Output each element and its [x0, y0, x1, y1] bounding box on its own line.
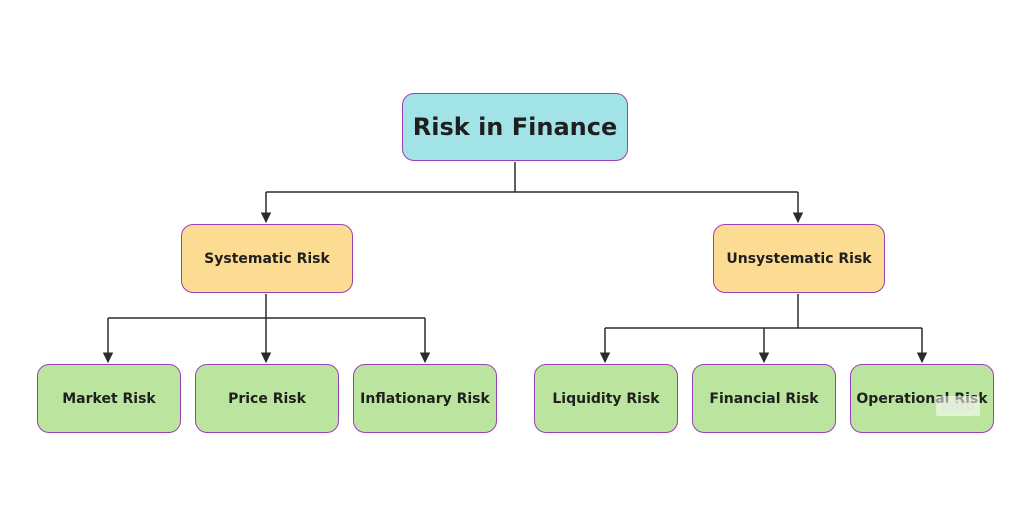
node-label: Financial Risk: [709, 390, 819, 407]
node-label: Unsystematic Risk: [726, 250, 872, 267]
node-inflationary-risk[interactable]: Inflationary Risk: [353, 364, 497, 433]
node-price-risk[interactable]: Price Risk: [195, 364, 339, 433]
node-label: Systematic Risk: [204, 250, 330, 267]
node-label: Liquidity Risk: [552, 390, 660, 407]
node-label: Market Risk: [62, 390, 156, 407]
node-liquidity-risk[interactable]: Liquidity Risk: [534, 364, 678, 433]
node-unsystematic-risk[interactable]: Unsystematic Risk: [713, 224, 885, 293]
root-node-risk-in-finance[interactable]: Risk in Finance: [402, 93, 628, 161]
node-systematic-risk[interactable]: Systematic Risk: [181, 224, 353, 293]
node-market-risk[interactable]: Market Risk: [37, 364, 181, 433]
node-label: Price Risk: [228, 390, 306, 407]
root-node-label: Risk in Finance: [412, 113, 618, 141]
miro-watermark: miro: [936, 396, 980, 416]
node-label: Inflationary Risk: [360, 390, 490, 407]
node-financial-risk[interactable]: Financial Risk: [692, 364, 836, 433]
watermark-text: miro: [941, 398, 975, 414]
